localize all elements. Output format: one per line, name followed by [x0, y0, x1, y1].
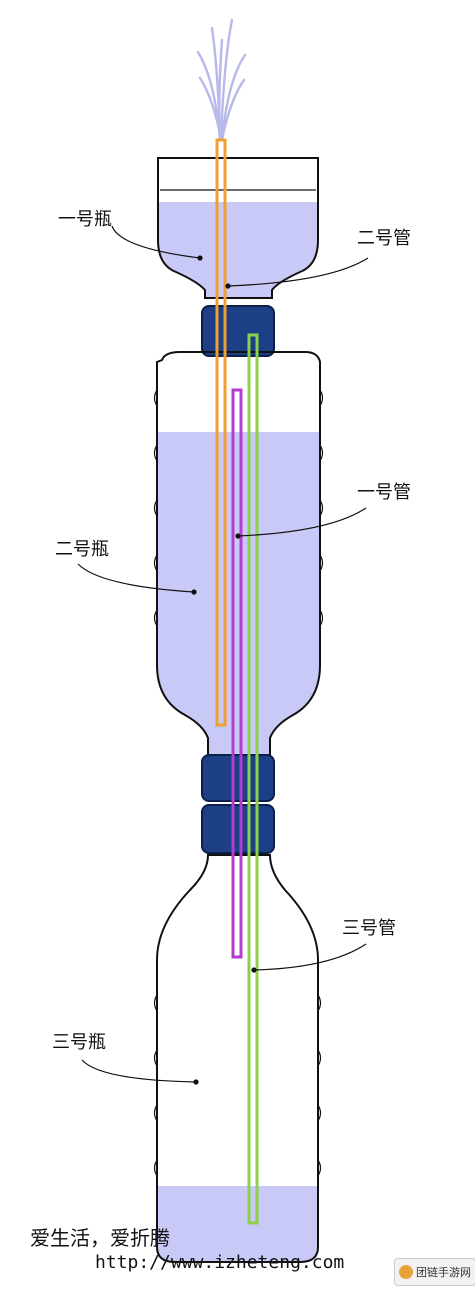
label-bottle-2: 二号瓶: [55, 539, 109, 560]
cap-middle-upper: [201, 754, 275, 802]
cap-top: [201, 305, 275, 357]
cap-middle-lower: [201, 804, 275, 854]
label-tube-1: 一号管: [357, 482, 411, 503]
leader-tube-1: [237, 507, 367, 537]
bottle-2: [153, 351, 324, 756]
badge-logo-icon: [399, 1265, 413, 1279]
leader-tube-2: [227, 257, 369, 287]
bottle-2-water: [157, 432, 320, 755]
tube-3-green: [247, 333, 259, 1225]
leader-bottle-2: [77, 563, 195, 593]
bottle-1: [157, 157, 319, 299]
badge-text: 团链手游网: [416, 1266, 471, 1279]
footer-slogan: 爱生活，爱折腾: [30, 1226, 170, 1250]
watermark-badge: 团链手游网: [394, 1258, 475, 1286]
bottle-3: [153, 854, 322, 1263]
tube-2-orange: [215, 138, 227, 727]
label-bottle-1: 一号瓶: [58, 209, 112, 230]
water-spray: [196, 18, 247, 142]
label-tube-3: 三号管: [342, 918, 396, 939]
leader-bottle-1: [111, 225, 201, 259]
leader-tube-3: [253, 943, 367, 971]
label-bottle-3: 三号瓶: [52, 1032, 106, 1053]
bottle-1-water: [158, 202, 318, 298]
footer-url[interactable]: http://www.izheteng.com: [95, 1252, 345, 1273]
bottle-3-water: [157, 1186, 318, 1262]
leader-bottle-3: [81, 1059, 197, 1083]
label-tube-2: 二号管: [357, 228, 411, 249]
tube-1-purple: [231, 388, 243, 959]
